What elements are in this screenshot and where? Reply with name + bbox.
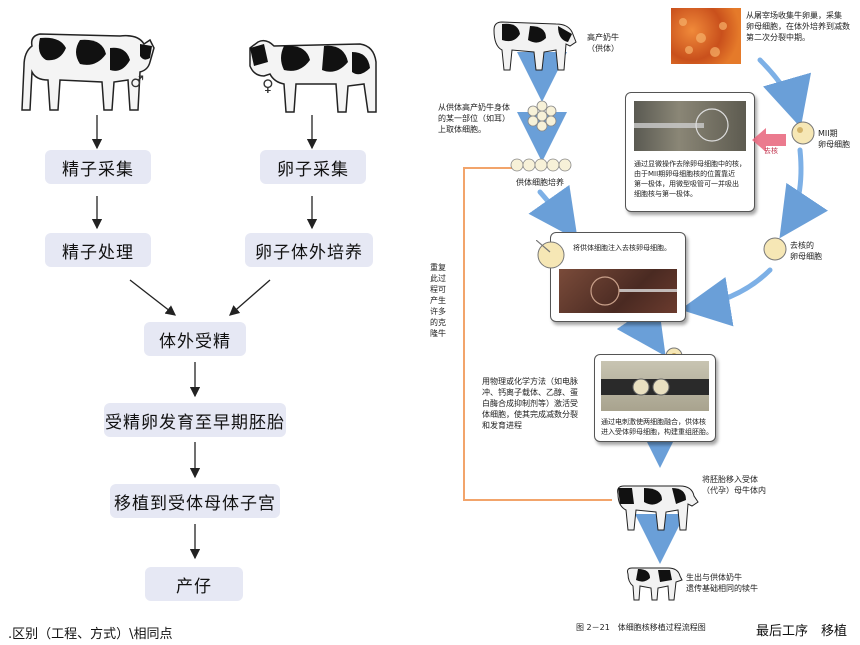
birth-box: 产仔 xyxy=(145,567,243,601)
sperm-collection-box: 精子采集 xyxy=(45,150,151,184)
donor-cell-icon xyxy=(536,240,565,269)
embryo-transfer-box: 移植到受体母体子宫 xyxy=(110,484,280,518)
injection-micrograph xyxy=(559,269,677,313)
footer-right-note: 最后工序 移植 xyxy=(756,624,848,639)
mii-oocyte-icon xyxy=(791,121,815,145)
donor-cow-illustration xyxy=(493,21,577,71)
calf-note: 生出与供体奶牛 遗传基础相同的犊牛 xyxy=(686,573,758,593)
in-vitro-fertilization-box: 体外受精 xyxy=(144,322,246,356)
injection-card: 将供体细胞注入去核卵母细胞。 xyxy=(550,232,686,322)
remove-nucleus-arrow xyxy=(752,128,786,152)
take-cells-note: 从供体高产奶牛身体 的某一部位（如耳） 上取体细胞。 xyxy=(438,103,510,134)
female-cow-illustration xyxy=(249,39,377,113)
remove-nucleus-label: 去核 xyxy=(764,147,778,155)
embryo-development-box: 受精卵发育至早期胚胎 xyxy=(104,403,286,437)
enucleation-note: 通过显微操作去除卵母细胞中的核， 由于MII期卵母细胞核的位置靠近 第一极体，用… xyxy=(634,160,746,198)
cell-culture-icon xyxy=(510,158,572,172)
transfer-note: 将胚胎移入受体 （代孕）母牛体内 xyxy=(702,475,766,495)
enucleation-micrograph xyxy=(634,101,746,151)
injection-note: 将供体细胞注入去核卵母细胞。 xyxy=(573,244,671,252)
donor-cow-label: 高产奶牛 （供体） xyxy=(587,33,619,53)
somatic-cells-icon xyxy=(527,100,557,132)
activation-note: 用物理或化学方法（如电脉 冲、钙离子载体、乙醇、蛋 白酶合成抑制剂等）激活受 体… xyxy=(482,377,578,430)
enucleation-card: 通过显微操作去除卵母细胞中的核， 由于MII期卵母细胞核的位置靠近 第一极体，用… xyxy=(625,92,755,212)
footer-left-note: .区别（工程、方式）\相同点 xyxy=(8,627,173,642)
ovary-photo xyxy=(671,8,741,64)
fusion-note: 通过电刺激使两细胞融合，供体核 进入受体卵母细胞，构建重组胚胎。 xyxy=(601,418,713,436)
process-arrows xyxy=(463,52,828,564)
cell-culture-label: 供体细胞培养 xyxy=(516,178,564,187)
fusion-card: 通过电刺激使两细胞融合，供体核 进入受体卵母细胞，构建重组胚胎。 xyxy=(594,354,716,442)
mii-oocyte-label: MII期 卵母细胞 xyxy=(818,129,850,149)
fusion-micrograph xyxy=(601,361,709,411)
figure-caption: 图 2－21 体细胞核移植过程流程图 xyxy=(576,623,706,632)
cloned-calf-illustration xyxy=(627,567,683,601)
male-symbol: ♂ xyxy=(130,72,145,91)
repeat-process-note: 重复 此过 程可 产生 许多 的克 隆牛 xyxy=(430,263,446,338)
egg-collection-box: 卵子采集 xyxy=(260,150,366,184)
recipient-cow-illustration xyxy=(617,485,699,531)
female-symbol: ♀ xyxy=(262,76,274,95)
enucleated-oocyte-label: 去核的 卵母细胞 xyxy=(790,241,822,261)
sperm-processing-box: 精子处理 xyxy=(45,233,151,267)
flow-arrows xyxy=(91,115,318,560)
ovary-note: 从屠宰场收集牛卵巢，采集 卵母细胞，在体外培养到减数 第二次分裂中期。 xyxy=(746,11,850,42)
enucleated-oocyte-icon xyxy=(763,237,787,261)
egg-culture-box: 卵子体外培养 xyxy=(245,233,373,267)
male-cow-illustration xyxy=(21,33,155,111)
